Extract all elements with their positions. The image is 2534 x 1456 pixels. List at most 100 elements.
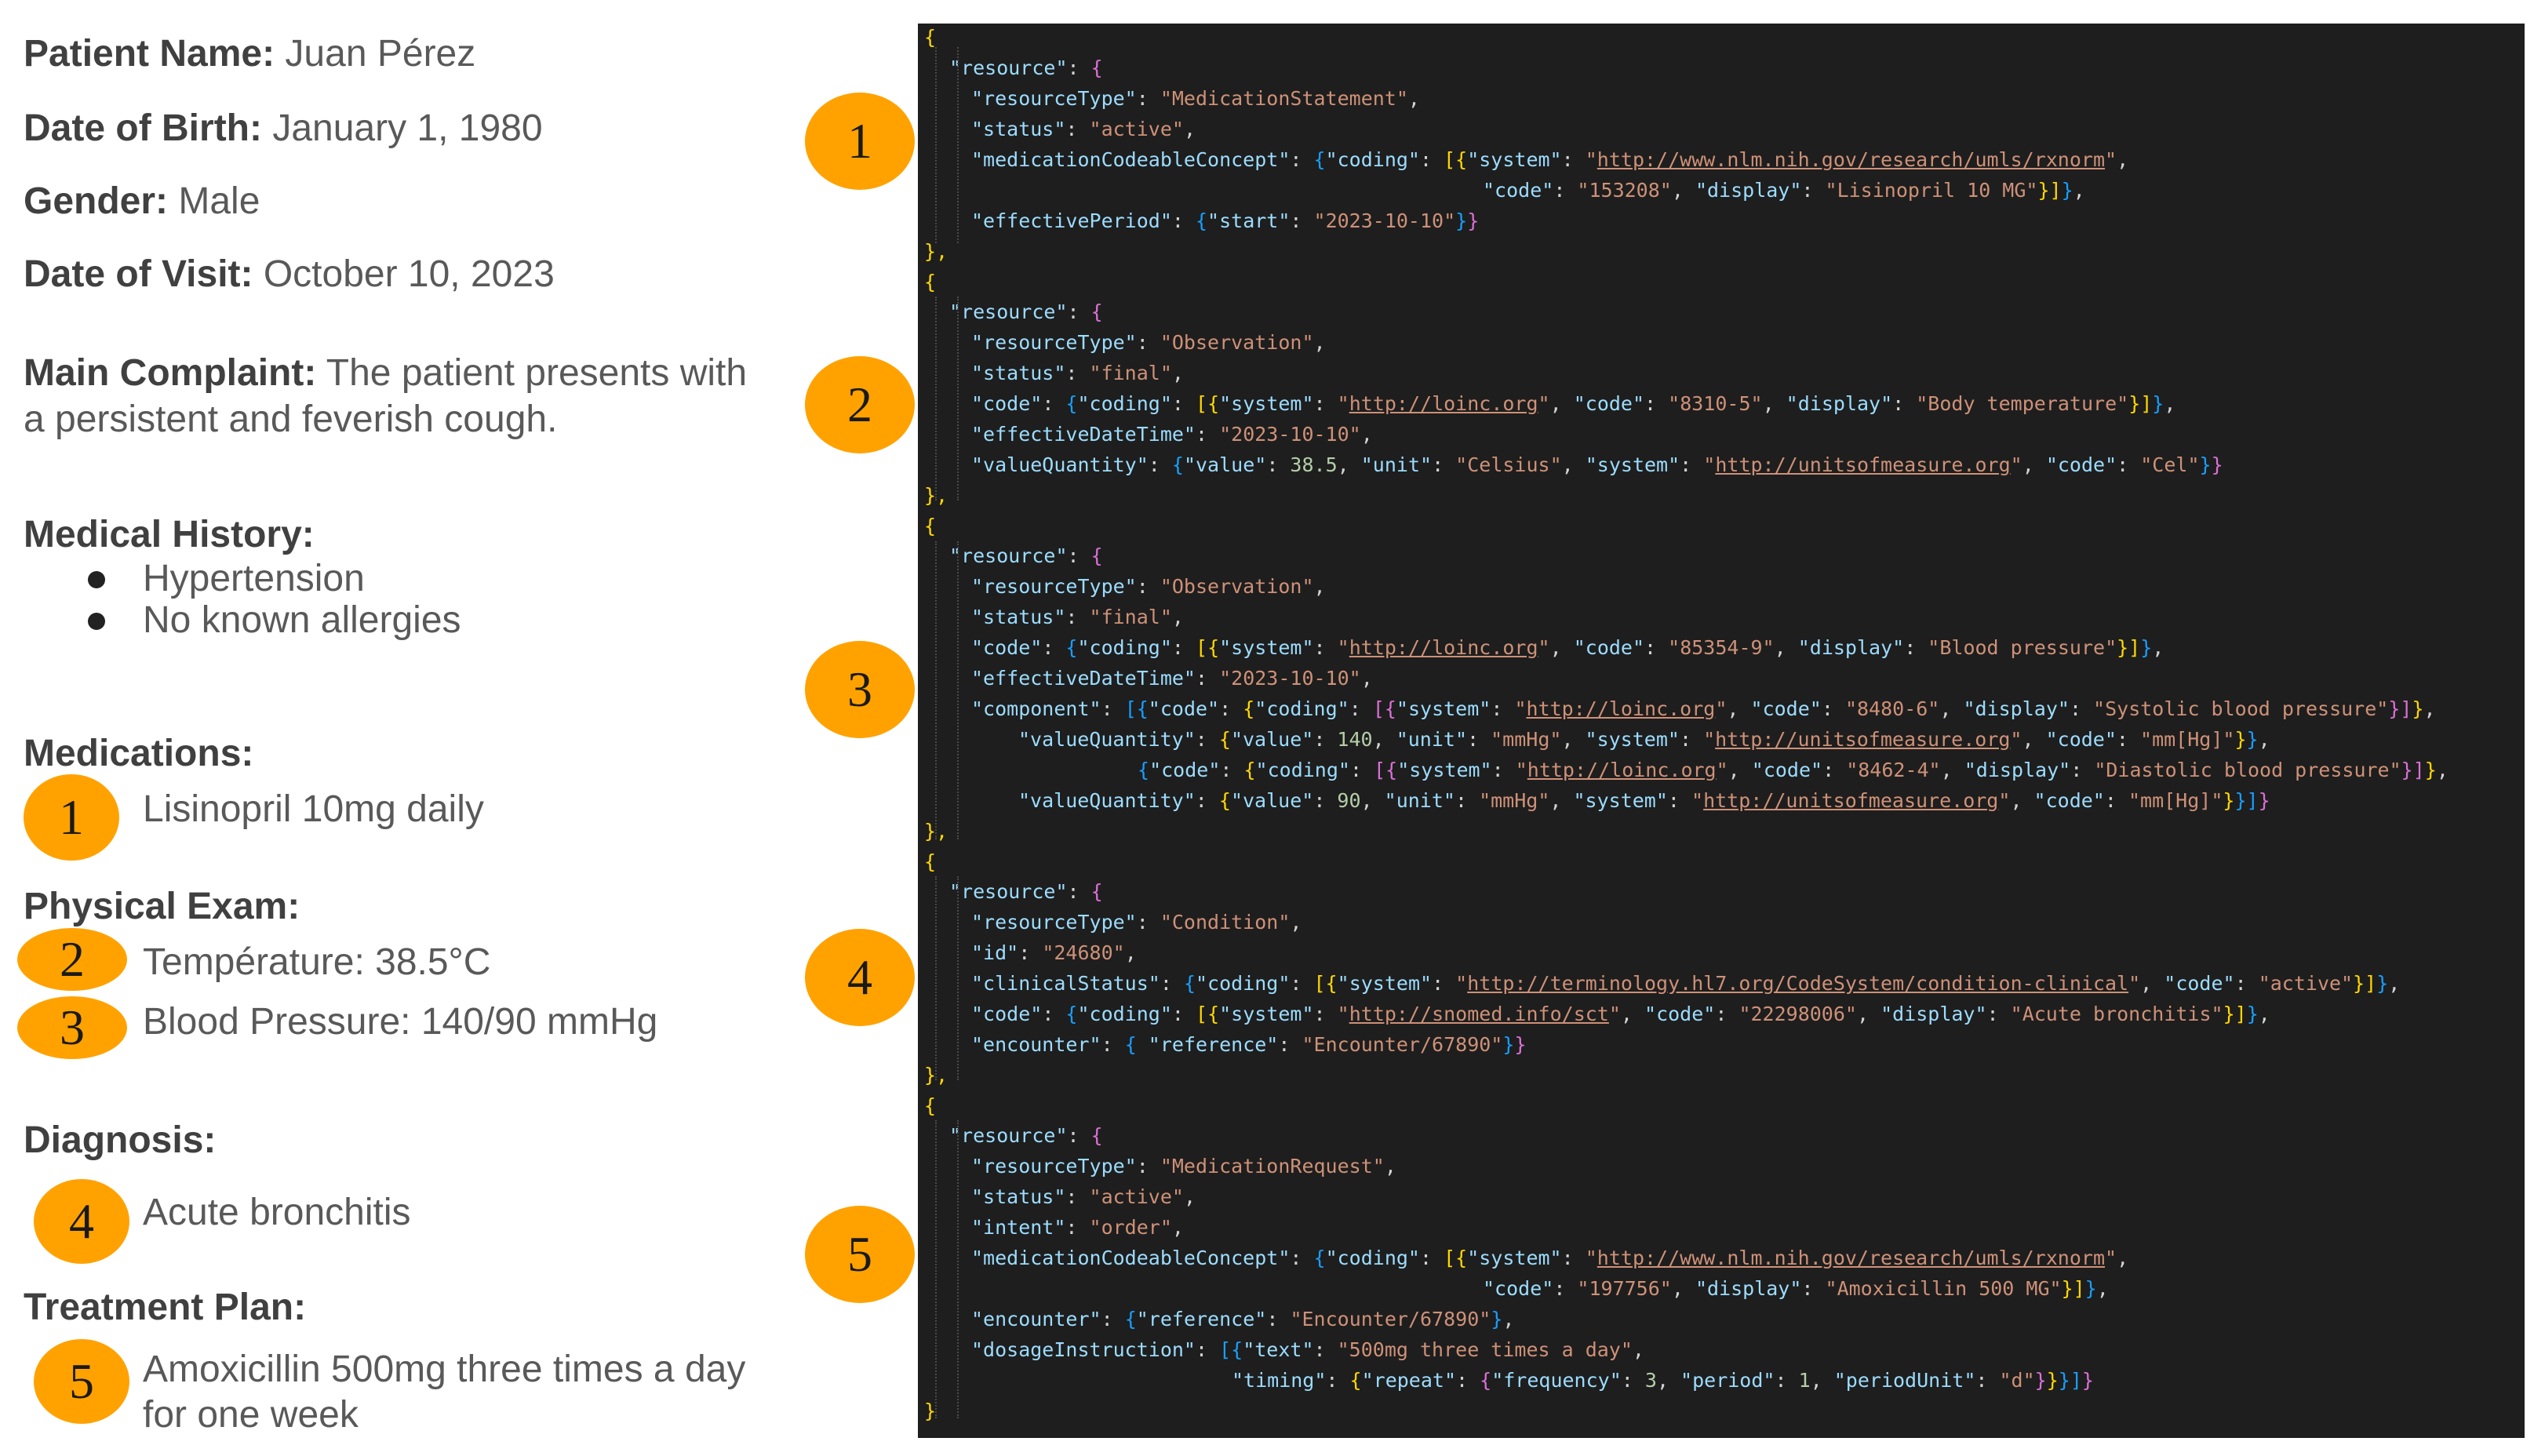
code-token: {	[1480, 1369, 1492, 1392]
code-token: "code"	[1751, 759, 1823, 781]
code-token: :	[1553, 179, 1578, 202]
code-token: "	[1514, 697, 1527, 720]
code-token: "85354-9"	[1668, 636, 1775, 659]
code-token: :	[1432, 972, 1456, 995]
code-line: }	[924, 1400, 936, 1423]
code-line: },	[924, 240, 948, 264]
code-token: {	[924, 850, 937, 873]
code-url[interactable]: http://unitsofmeasure.org	[1703, 789, 1999, 812]
code-token: "encounter"	[971, 1308, 1101, 1330]
code-token: "8480-6"	[1844, 697, 1940, 720]
code-token: "display"	[1695, 1277, 1802, 1300]
code-token: "Amoxicillin 500 MG"	[1825, 1277, 2062, 1300]
code-line: "effectiveDateTime": "2023-10-10",	[971, 667, 1373, 690]
code-token: :	[1801, 1277, 1826, 1300]
code-url[interactable]: http://loinc.org	[1349, 392, 1538, 415]
fhir-json-code-panel: { "resource": { "resourceType": "Medicatio…	[918, 24, 2525, 1438]
code-token: "status"	[971, 362, 1066, 384]
code-token: :	[1986, 1003, 2011, 1025]
code-token: ,	[2258, 728, 2270, 751]
code-token: :	[1975, 1369, 2000, 1392]
code-token: "d"	[1999, 1369, 2035, 1392]
code-token: ,	[1360, 789, 1385, 812]
code-url[interactable]: http://loinc.org	[1349, 636, 1538, 659]
code-line: {	[924, 515, 936, 538]
code-token: "value"	[1230, 728, 1314, 751]
code-token: :	[1160, 972, 1184, 995]
history-bullet-1	[88, 571, 105, 588]
code-token: :	[1266, 1308, 1291, 1330]
code-url[interactable]: http://www.nlm.nih.gov/research/umls/rxn…	[1596, 1247, 2106, 1269]
code-token: {	[924, 515, 937, 537]
code-token: "system"	[1219, 1003, 1314, 1025]
code-token: "mmHg"	[1479, 789, 1550, 812]
code-token: {	[1090, 544, 1103, 567]
code-token: "resourceType"	[971, 331, 1137, 354]
code-token: :	[1349, 697, 1373, 720]
code-token: :	[1892, 392, 1917, 415]
code-token: ,	[1407, 87, 1420, 110]
code-line: "component": [{"code": {"coding": [{"sys…	[971, 697, 2436, 721]
code-url[interactable]: http://snomed.info/sct	[1349, 1003, 1609, 1025]
code-url[interactable]: http://unitsofmeasure.org	[1715, 453, 2011, 476]
code-token: :	[1419, 1247, 1444, 1269]
code-token: ,	[2140, 972, 2164, 995]
code-url[interactable]: http://loinc.org	[1527, 759, 1717, 781]
code-line: "valueQuantity": {"value": 38.5, "unit":…	[971, 453, 2223, 477]
code-token: "2023-10-10"	[1219, 667, 1361, 690]
code-token: :	[1018, 941, 1043, 964]
code-token: "code"	[2164, 972, 2235, 995]
code-token: "coding"	[1077, 1003, 1172, 1025]
code-line: "status": "active",	[971, 1185, 1196, 1209]
code-token: :	[1266, 453, 1291, 476]
code-url[interactable]: http://www.nlm.nih.gov/research/umls/rxn…	[1596, 148, 2106, 171]
code-token: "status"	[971, 1185, 1066, 1208]
code-token: }]	[2353, 972, 2377, 995]
code-token: }	[2061, 179, 2073, 202]
code-token: "resourceType"	[971, 1155, 1137, 1178]
code-url[interactable]: http://terminology.hl7.org/CodeSystem/co…	[1467, 972, 2129, 995]
indent-guide	[935, 47, 937, 243]
history-item-2: No known allergies	[143, 599, 461, 641]
history-bullet-2	[88, 613, 105, 630]
code-token: "Cel"	[2140, 453, 2200, 476]
code-token: }	[2376, 972, 2389, 995]
code-token: ,	[2022, 728, 2046, 751]
code-token: :	[1067, 1124, 1091, 1147]
code-token: "frequency"	[1491, 1369, 1622, 1392]
code-token: ,	[1360, 667, 1373, 690]
code-line: {	[924, 271, 936, 294]
code-token: "repeat"	[1361, 1369, 1457, 1392]
code-token: ,	[1337, 453, 1361, 476]
code-line: "resource": {	[949, 1124, 1103, 1148]
code-url[interactable]: http://unitsofmeasure.org	[1715, 728, 2011, 751]
code-token: ,	[1360, 423, 1373, 446]
code-token: {	[1349, 1369, 1362, 1392]
code-token: :	[1313, 728, 1338, 751]
indent-guide	[957, 541, 959, 839]
code-token: :	[1195, 667, 1220, 690]
code-token: "system"	[1337, 972, 1433, 995]
code-token: ,	[1671, 179, 1695, 202]
code-token: }	[2424, 759, 2437, 781]
code-token: [{	[1313, 972, 1338, 995]
code-line: "resourceType": "MedicationStatement",	[971, 87, 1420, 111]
code-token: "medicationCodeableConcept"	[971, 148, 1291, 171]
code-token: }	[2223, 789, 2235, 812]
code-token: :	[1491, 759, 1516, 781]
code-token: "code"	[971, 392, 1043, 415]
code-token: {	[924, 26, 937, 49]
code-token: "coding"	[1255, 759, 1350, 781]
code-line: "code": "153208", "display": "Lisinopril…	[1483, 179, 2085, 202]
code-token: ,	[1632, 1338, 1644, 1361]
code-url[interactable]: http://loinc.org	[1526, 697, 1716, 720]
code-token: :	[1067, 56, 1091, 79]
code-token: }	[2081, 1369, 2094, 1392]
gender-line: Gender: Male	[24, 179, 260, 224]
code-token: :	[1467, 728, 1491, 751]
code-token: "Observation"	[1160, 575, 1314, 598]
code-token: :	[1290, 148, 1314, 171]
badge-1-left: 1	[24, 774, 119, 861]
indent-guide	[935, 1120, 937, 1418]
code-token: "code"	[1148, 697, 1220, 720]
